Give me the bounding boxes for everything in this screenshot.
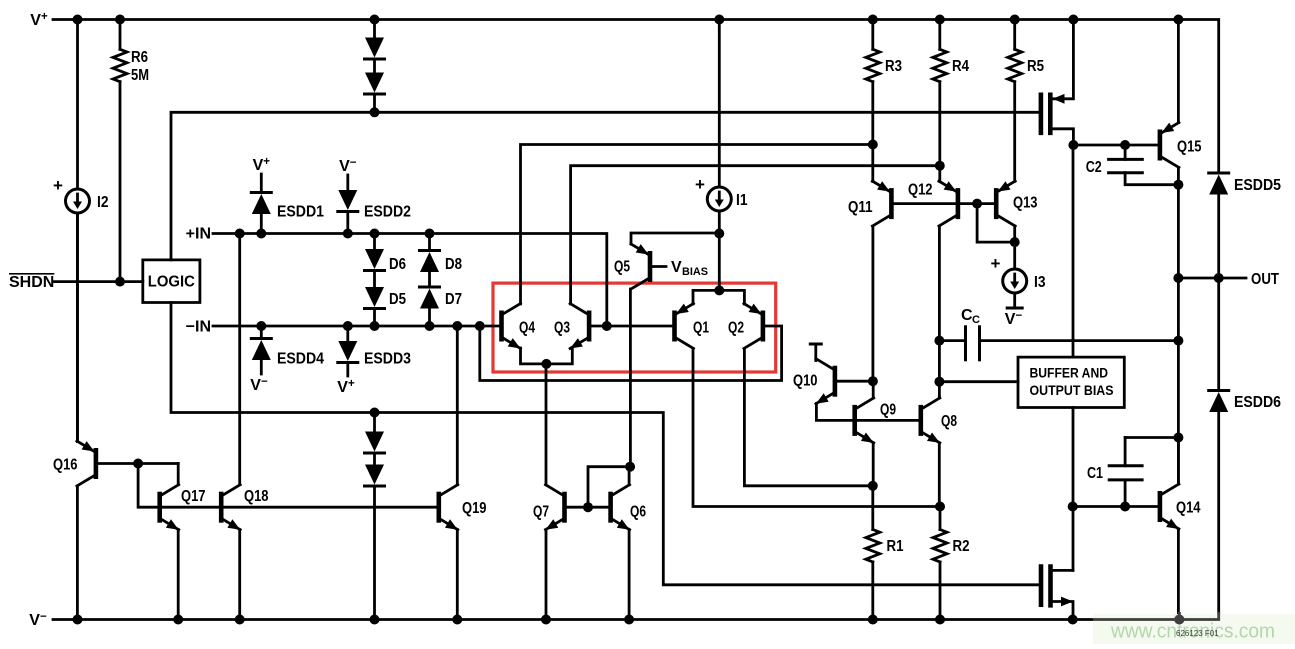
svg-text:+: + — [991, 254, 1001, 273]
svg-text:ESDD1: ESDD1 — [277, 204, 324, 221]
svg-text:Q3: Q3 — [554, 320, 570, 337]
svg-text:OUTPUT BIAS: OUTPUT BIAS — [1030, 382, 1114, 398]
svg-text:OUT: OUT — [1251, 271, 1279, 288]
svg-text:Q8: Q8 — [941, 413, 957, 430]
svg-text:Q2: Q2 — [728, 320, 744, 337]
svg-text:C: C — [961, 307, 973, 324]
svg-text:www.cntronics.com: www.cntronics.com — [1110, 620, 1275, 643]
svg-text:C: C — [972, 314, 980, 326]
svg-text:Q1: Q1 — [693, 320, 709, 337]
svg-text:Q11: Q11 — [848, 199, 873, 216]
svg-text:ESDD6: ESDD6 — [1234, 394, 1281, 411]
svg-text:R1: R1 — [887, 538, 904, 555]
svg-text:Q7: Q7 — [533, 504, 549, 521]
svg-text:ESDD3: ESDD3 — [364, 351, 411, 368]
svg-text:+: + — [695, 175, 705, 194]
svg-text:Q10: Q10 — [793, 373, 818, 390]
svg-text:5M: 5M — [131, 67, 149, 84]
svg-text:D7: D7 — [445, 291, 462, 308]
svg-text:Q18: Q18 — [244, 488, 269, 505]
svg-text:D5: D5 — [389, 291, 406, 308]
svg-text:ESDD5: ESDD5 — [1234, 177, 1281, 194]
svg-text:ESDD4: ESDD4 — [277, 351, 324, 368]
svg-text:D6: D6 — [389, 256, 406, 273]
svg-text:V: V — [671, 259, 682, 276]
svg-text:Q16: Q16 — [53, 457, 78, 474]
svg-text:Q6: Q6 — [630, 504, 646, 521]
svg-text:+: + — [53, 176, 63, 195]
svg-text:R2: R2 — [953, 538, 970, 555]
svg-text:ESDD2: ESDD2 — [364, 204, 411, 221]
svg-text:I3: I3 — [1034, 274, 1046, 291]
svg-text:R5: R5 — [1027, 58, 1044, 75]
svg-text:D8: D8 — [445, 256, 462, 273]
svg-text:SHDN: SHDN — [9, 274, 54, 291]
svg-text:−IN: −IN — [186, 319, 211, 336]
svg-text:BIAS: BIAS — [682, 266, 708, 278]
svg-text:I2: I2 — [97, 194, 109, 211]
svg-text:C1: C1 — [1087, 465, 1103, 482]
svg-text:Q9: Q9 — [880, 402, 896, 419]
svg-text:Q17: Q17 — [181, 488, 206, 505]
svg-text:626123 F01: 626123 F01 — [1176, 629, 1219, 638]
svg-text:C2: C2 — [1086, 159, 1102, 176]
svg-text:Q4: Q4 — [519, 320, 535, 337]
svg-text:Q15: Q15 — [1177, 139, 1202, 156]
svg-text:Q14: Q14 — [1176, 500, 1201, 517]
svg-text:LOGIC: LOGIC — [148, 274, 195, 291]
svg-text:BUFFER AND: BUFFER AND — [1030, 365, 1109, 381]
svg-text:Q12: Q12 — [908, 182, 933, 199]
svg-text:Q19: Q19 — [462, 500, 487, 517]
svg-text:Q13: Q13 — [1013, 195, 1038, 212]
svg-text:R6: R6 — [131, 49, 148, 66]
svg-text:R4: R4 — [952, 58, 969, 75]
svg-text:+IN: +IN — [186, 226, 211, 243]
svg-text:R3: R3 — [885, 58, 902, 75]
svg-text:Q5: Q5 — [614, 259, 630, 276]
svg-text:I1: I1 — [736, 192, 748, 209]
